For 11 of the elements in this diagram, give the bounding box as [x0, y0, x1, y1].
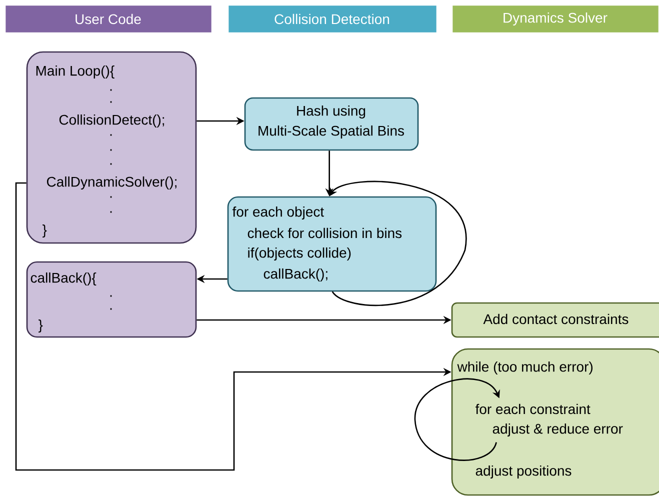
header-band: User Code: [4, 4, 213, 34]
code-box: callBack(){ . . }: [26, 261, 197, 338]
header-band: Dynamics Solver: [451, 4, 659, 34]
process-box: Hash using Multi-Scale Spatial Bins: [244, 97, 419, 151]
arrow: [329, 180, 466, 306]
process-box: while (too much error) for each constraint adjust & reduce error adjust positions: [451, 348, 659, 496]
process-box: Add contact constraints: [451, 302, 659, 338]
code-box: Main Loop(){ . . CollisionDetect(); . . . CallDynamicSolver(); . . }: [26, 51, 197, 244]
arrow: [414, 378, 500, 461]
process-box: for each object check for collision in bins if(objects collide) callBack();: [227, 196, 437, 292]
header-band: Collision Detection: [227, 4, 438, 34]
